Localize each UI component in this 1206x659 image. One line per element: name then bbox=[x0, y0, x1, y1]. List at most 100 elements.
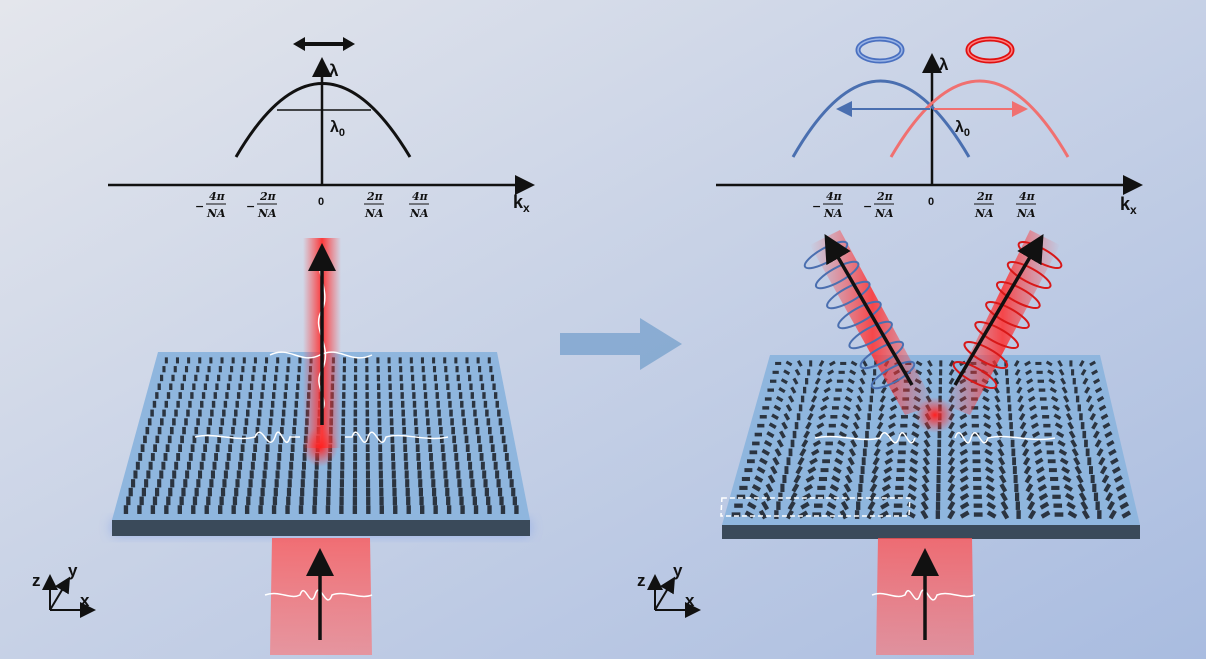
nanostructure bbox=[482, 470, 487, 479]
nanostructure bbox=[365, 400, 369, 408]
nanostructure bbox=[353, 400, 358, 408]
nanostructure bbox=[985, 475, 995, 483]
nanostructure bbox=[1069, 360, 1073, 367]
nanostructure bbox=[463, 426, 468, 435]
lambda-axis-label: λ bbox=[939, 55, 949, 74]
lambda0-label: λ0 bbox=[330, 119, 345, 139]
nanostructure bbox=[209, 357, 213, 364]
nanostructure bbox=[354, 366, 358, 373]
nanostructure bbox=[446, 505, 452, 514]
nanostructure bbox=[860, 466, 865, 475]
nanostructure bbox=[248, 392, 252, 399]
nanostructure bbox=[922, 456, 930, 466]
nanostructure bbox=[387, 357, 391, 364]
nanostructure bbox=[340, 453, 345, 461]
nanostructure bbox=[366, 487, 371, 497]
nanostructure bbox=[776, 501, 781, 510]
nanostructure bbox=[260, 487, 265, 497]
nanostructure bbox=[1094, 439, 1102, 448]
nanostructure bbox=[1039, 501, 1050, 510]
kx-tick-label: 0 bbox=[928, 196, 934, 208]
nanostructure bbox=[327, 461, 332, 470]
nanostructure bbox=[294, 400, 299, 408]
nanostructure bbox=[1067, 510, 1078, 519]
nanostructure bbox=[1011, 448, 1016, 457]
nanostructure bbox=[392, 479, 397, 488]
nanostructure bbox=[850, 360, 858, 367]
nanostructure bbox=[270, 400, 275, 408]
nanostructure bbox=[1019, 421, 1027, 430]
tick-numerator: 2π bbox=[259, 190, 277, 203]
nanostructure bbox=[1056, 431, 1065, 438]
nanostructure bbox=[794, 422, 799, 430]
nanostructure bbox=[339, 505, 344, 514]
nanostructure bbox=[959, 457, 969, 465]
nanostructure bbox=[1037, 379, 1045, 383]
nanostructure bbox=[300, 487, 305, 497]
nanostructure bbox=[342, 392, 346, 399]
nanostructure bbox=[341, 418, 346, 426]
nanostructure bbox=[995, 412, 1002, 421]
nanostructure bbox=[752, 441, 760, 446]
nanostructure bbox=[936, 466, 941, 475]
nanostructure bbox=[204, 505, 209, 514]
nanostructure bbox=[289, 461, 294, 470]
nanostructure bbox=[833, 397, 841, 401]
nanostructure bbox=[326, 496, 331, 506]
rcp-reflected-beam bbox=[945, 230, 1060, 415]
nanostructure bbox=[232, 496, 238, 506]
nanostructure bbox=[454, 357, 458, 364]
nanostructure bbox=[889, 404, 898, 412]
nanostructure bbox=[846, 387, 854, 394]
nanostructure bbox=[219, 496, 224, 506]
nanostructure bbox=[983, 422, 992, 430]
nanostructure bbox=[1029, 413, 1038, 421]
nanostructure bbox=[172, 470, 177, 479]
nanostructure bbox=[818, 413, 827, 421]
nanostructure bbox=[218, 505, 223, 514]
nanostructure bbox=[209, 479, 214, 488]
nanostructure bbox=[252, 366, 256, 373]
nanostructure bbox=[148, 461, 153, 470]
nanostructure bbox=[794, 368, 801, 376]
nanostructure bbox=[447, 392, 451, 399]
nanostructure bbox=[1080, 500, 1089, 511]
nanostructure bbox=[165, 444, 170, 452]
nanostructure bbox=[1042, 415, 1050, 419]
nanostructure bbox=[874, 360, 878, 367]
nanostructure bbox=[432, 496, 438, 506]
nanostructure bbox=[1046, 450, 1055, 455]
nanostructure bbox=[300, 479, 305, 488]
nanostructure bbox=[176, 400, 180, 408]
nanostructure bbox=[771, 413, 779, 421]
nanostructure bbox=[998, 465, 1006, 475]
nanostructure bbox=[1000, 492, 1008, 502]
nanostructure bbox=[1025, 369, 1033, 376]
nanostructure bbox=[466, 366, 470, 373]
nanostructure bbox=[1023, 465, 1032, 475]
nanostructure bbox=[376, 374, 380, 382]
nanostructure bbox=[921, 483, 930, 493]
nanostructure bbox=[762, 406, 770, 410]
nanostructure bbox=[445, 374, 449, 382]
nanostructure bbox=[479, 374, 483, 382]
nanostructure bbox=[859, 474, 864, 484]
nanostructure bbox=[162, 409, 166, 417]
nanostructure bbox=[823, 450, 832, 455]
nanostructure bbox=[986, 501, 997, 510]
nanostructure bbox=[162, 366, 166, 373]
nanostructure bbox=[247, 487, 252, 497]
nanostructure bbox=[460, 400, 464, 408]
nanostructure bbox=[782, 474, 787, 484]
y-axis-label: y bbox=[68, 561, 78, 580]
nanostructure bbox=[1022, 448, 1030, 457]
nanostructure bbox=[846, 465, 854, 475]
left-guided-wavepacket bbox=[194, 431, 300, 444]
nanostructure bbox=[441, 453, 446, 461]
nanostructure bbox=[801, 439, 809, 448]
nanostructure bbox=[268, 418, 273, 426]
nanostructure bbox=[339, 479, 345, 488]
nanostructure bbox=[180, 435, 184, 444]
nanostructure bbox=[807, 466, 817, 474]
